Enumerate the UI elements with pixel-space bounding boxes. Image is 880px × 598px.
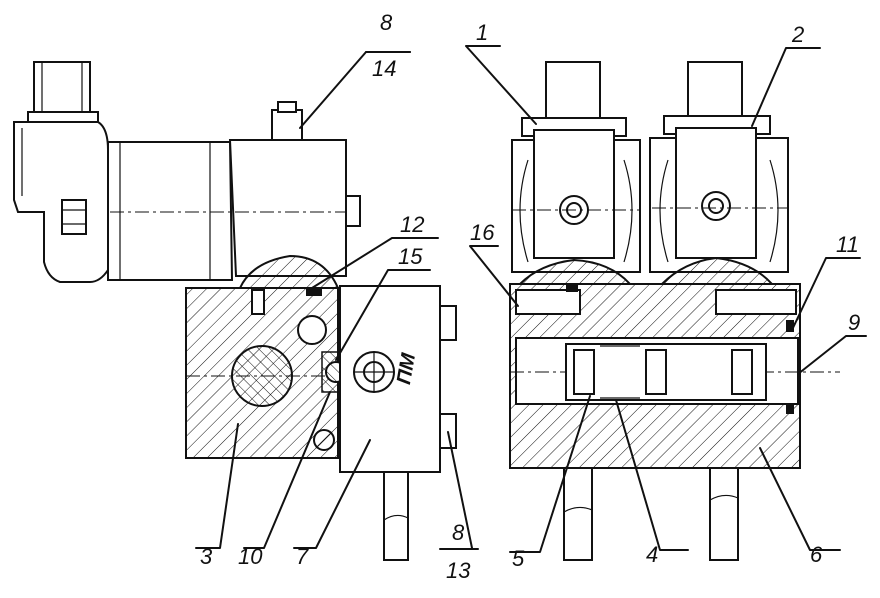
- leader-lines: [195, 45, 867, 553]
- rod-right-1: [563, 467, 593, 561]
- port-hole: [297, 315, 327, 345]
- label-5: 5: [512, 546, 525, 571]
- label-7: 7: [296, 544, 309, 569]
- label-14: 14: [372, 56, 396, 81]
- stem-2: [687, 61, 743, 121]
- label-6: 6: [810, 542, 823, 567]
- elbow-bolt: [61, 199, 87, 235]
- label-16: 16: [470, 220, 495, 245]
- solenoid-head: [228, 139, 347, 277]
- right-view: [509, 61, 840, 561]
- stem-1: [545, 61, 601, 123]
- label-10: 10: [238, 544, 263, 569]
- head-pin: [345, 195, 361, 227]
- label-9: 9: [848, 310, 860, 335]
- label-4: 4: [646, 542, 658, 567]
- callout-labels: 8 14 1 2 12 15 16 11 9 3 10 7 8 13 5 4 6…: [200, 10, 860, 583]
- label-2: 2: [791, 22, 804, 47]
- bolt-8-13: [439, 413, 457, 449]
- label-8-top: 8: [380, 10, 393, 35]
- label-3: 3: [200, 544, 213, 569]
- channel-16: [515, 289, 581, 315]
- label-1: 1: [476, 20, 488, 45]
- rod-right-2: [709, 467, 739, 561]
- label-8-bottom: 8: [452, 520, 465, 545]
- bolt-upper: [439, 305, 457, 341]
- label-12: 12: [400, 212, 424, 237]
- solenoid-coil: [107, 141, 234, 281]
- label-13: 13: [446, 558, 471, 583]
- left-fitting-stem: [33, 61, 91, 119]
- label-15: 15: [398, 244, 423, 269]
- top-bolt-8-14: [271, 109, 303, 141]
- armature-1: [533, 129, 615, 259]
- label-11: 11: [836, 232, 859, 257]
- left-view: [13, 61, 457, 561]
